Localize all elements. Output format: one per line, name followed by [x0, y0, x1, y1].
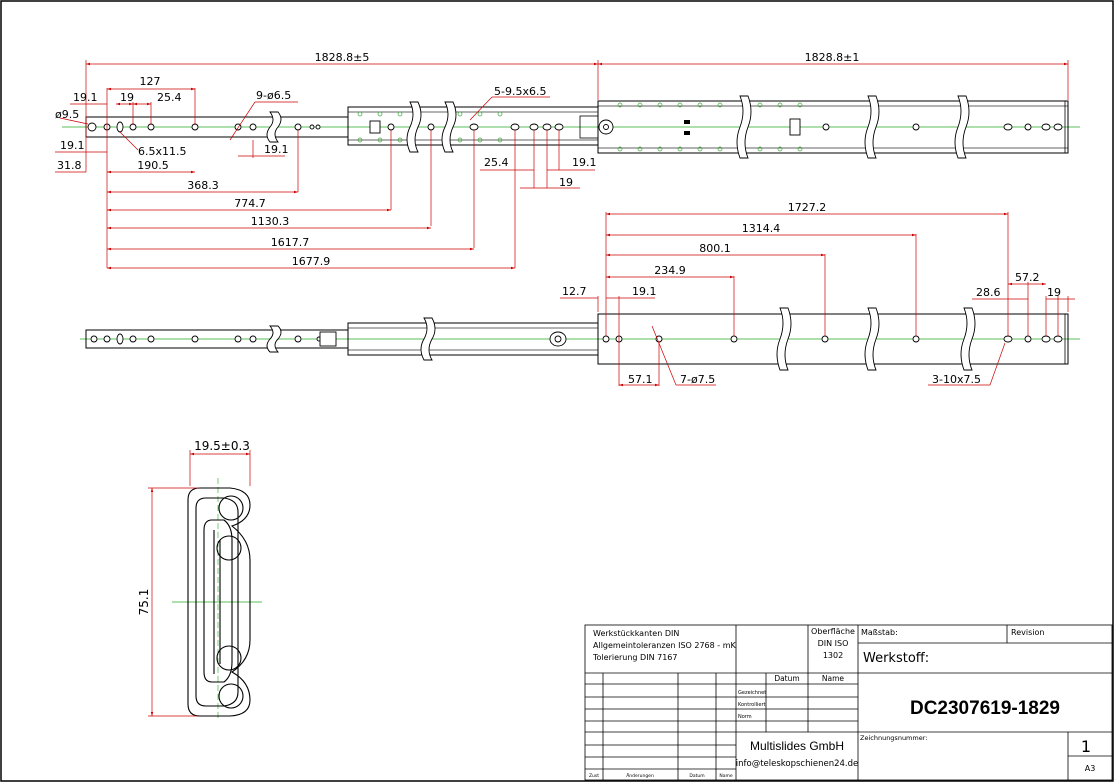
dim-3-slots: 3-10x7.5 — [932, 373, 981, 386]
top-view — [62, 95, 1080, 159]
material-label: Werkstoff: — [863, 651, 929, 666]
top-dimension-labels: 1828.8±5 1828.8±1 19.1 127 19 25.4 ø9.5 … — [55, 51, 859, 268]
surface-value-2: 1302 — [823, 651, 843, 660]
dim-19-1-c: 19.1 — [264, 143, 289, 156]
dim-width-19-5: 19.5±0.3 — [194, 439, 250, 453]
dim-7-holes: 7-ø7.5 — [680, 373, 715, 386]
scale-label: Maßstab: — [861, 628, 898, 637]
dim-25-4-b: 25.4 — [484, 156, 509, 169]
title-block: Werkstückkanten DIN Allgemeintoleranzen … — [584, 624, 1113, 781]
dim-57-1: 57.1 — [628, 373, 653, 386]
dim-slot: 6.5x11.5 — [138, 145, 187, 158]
top-dimensions — [55, 60, 1069, 270]
top-ball-bearings — [357, 102, 803, 152]
dim-19: 19 — [1047, 286, 1061, 299]
general-note-3: Tolerierung DIN 7167 — [592, 653, 677, 662]
bottom-break-marks — [266, 307, 976, 371]
col-date: Datum — [774, 674, 799, 683]
dim-1828-left: 1828.8±5 — [315, 51, 370, 64]
rev-col-zust: Zust — [589, 773, 599, 779]
dim-1677-9: 1677.9 — [292, 255, 331, 268]
bottom-holes — [90, 331, 1063, 347]
dim-25-4: 25.4 — [157, 91, 182, 104]
rev-col-date: Datum — [689, 773, 704, 779]
row-drawn: Gezeichnet — [738, 690, 766, 696]
top-break-marks — [266, 95, 970, 159]
surface-value-1: DIN ISO — [818, 639, 849, 648]
revision-label: Revision — [1011, 628, 1044, 637]
dim-height-75-1: 75.1 — [137, 589, 151, 616]
sheet-number: 1 — [1081, 737, 1091, 756]
company-email: info@teleskopschienen24.de — [736, 759, 858, 769]
part-number: DC2307619-1829 — [910, 698, 1060, 719]
dim-1617-7: 1617.7 — [271, 236, 310, 249]
dim-9-holes: 9-ø6.5 — [256, 89, 291, 102]
sheet-size: A3 — [1085, 764, 1096, 773]
dim-19-b: 19 — [559, 176, 573, 189]
dim-57-2: 57.2 — [1015, 271, 1040, 284]
dim-368-3: 368.3 — [187, 179, 219, 192]
rev-col-changes: Änderungen — [626, 772, 654, 779]
general-note-2: Allgemeintoleranzen ISO 2768 - mK — [593, 641, 737, 650]
bottom-outer-rail — [597, 313, 1069, 365]
dim-1314-4: 1314.4 — [742, 222, 781, 235]
dim-31-8: 31.8 — [57, 159, 82, 172]
general-note-1: Werkstückkanten DIN — [593, 629, 679, 638]
bottom-view — [80, 307, 1080, 371]
rev-col-name: Name — [719, 773, 733, 779]
dim-19-1: 19.1 — [632, 285, 657, 298]
surface-label: Oberfläche — [811, 627, 855, 636]
dim-190-5: 190.5 — [137, 159, 169, 172]
bottom-dimensions — [560, 212, 1075, 387]
drawing-number-label: Zeichnungsnummer: — [860, 734, 927, 742]
dim-hole-dia-9-5: ø9.5 — [55, 108, 79, 121]
dim-12-7: 12.7 — [562, 285, 587, 298]
dim-19: 19 — [120, 91, 134, 104]
dim-5-slots: 5-9.5x6.5 — [494, 85, 546, 98]
dim-127: 127 — [140, 75, 161, 88]
col-name: Name — [822, 674, 845, 683]
top-holes — [87, 118, 1063, 136]
cross-section — [172, 478, 262, 718]
dim-1130-3: 1130.3 — [251, 215, 290, 228]
section-dimensions — [148, 450, 251, 717]
dim-774-7: 774.7 — [234, 197, 266, 210]
dim-1828-right: 1828.8±1 — [805, 51, 860, 64]
dim-19-1-b: 19.1 — [60, 139, 85, 152]
section-dimension-labels: 19.5±0.3 75.1 — [137, 439, 250, 615]
dim-19-1-a: 19.1 — [73, 91, 98, 104]
company-name: Multislides GmbH — [750, 739, 844, 753]
row-norm: Norm — [738, 714, 752, 720]
dim-800-1: 800.1 — [699, 242, 731, 255]
bottom-dimension-labels: 1727.2 1314.4 800.1 234.9 12.7 19.1 57.2… — [562, 201, 1061, 386]
dim-1727-2: 1727.2 — [788, 201, 827, 214]
dim-234-9: 234.9 — [654, 264, 686, 277]
row-checked: Kontrolliert — [738, 702, 766, 708]
dim-28-6: 28.6 — [976, 286, 1001, 299]
section-profile — [187, 487, 251, 717]
dim-19-1-d: 19.1 — [572, 156, 597, 169]
